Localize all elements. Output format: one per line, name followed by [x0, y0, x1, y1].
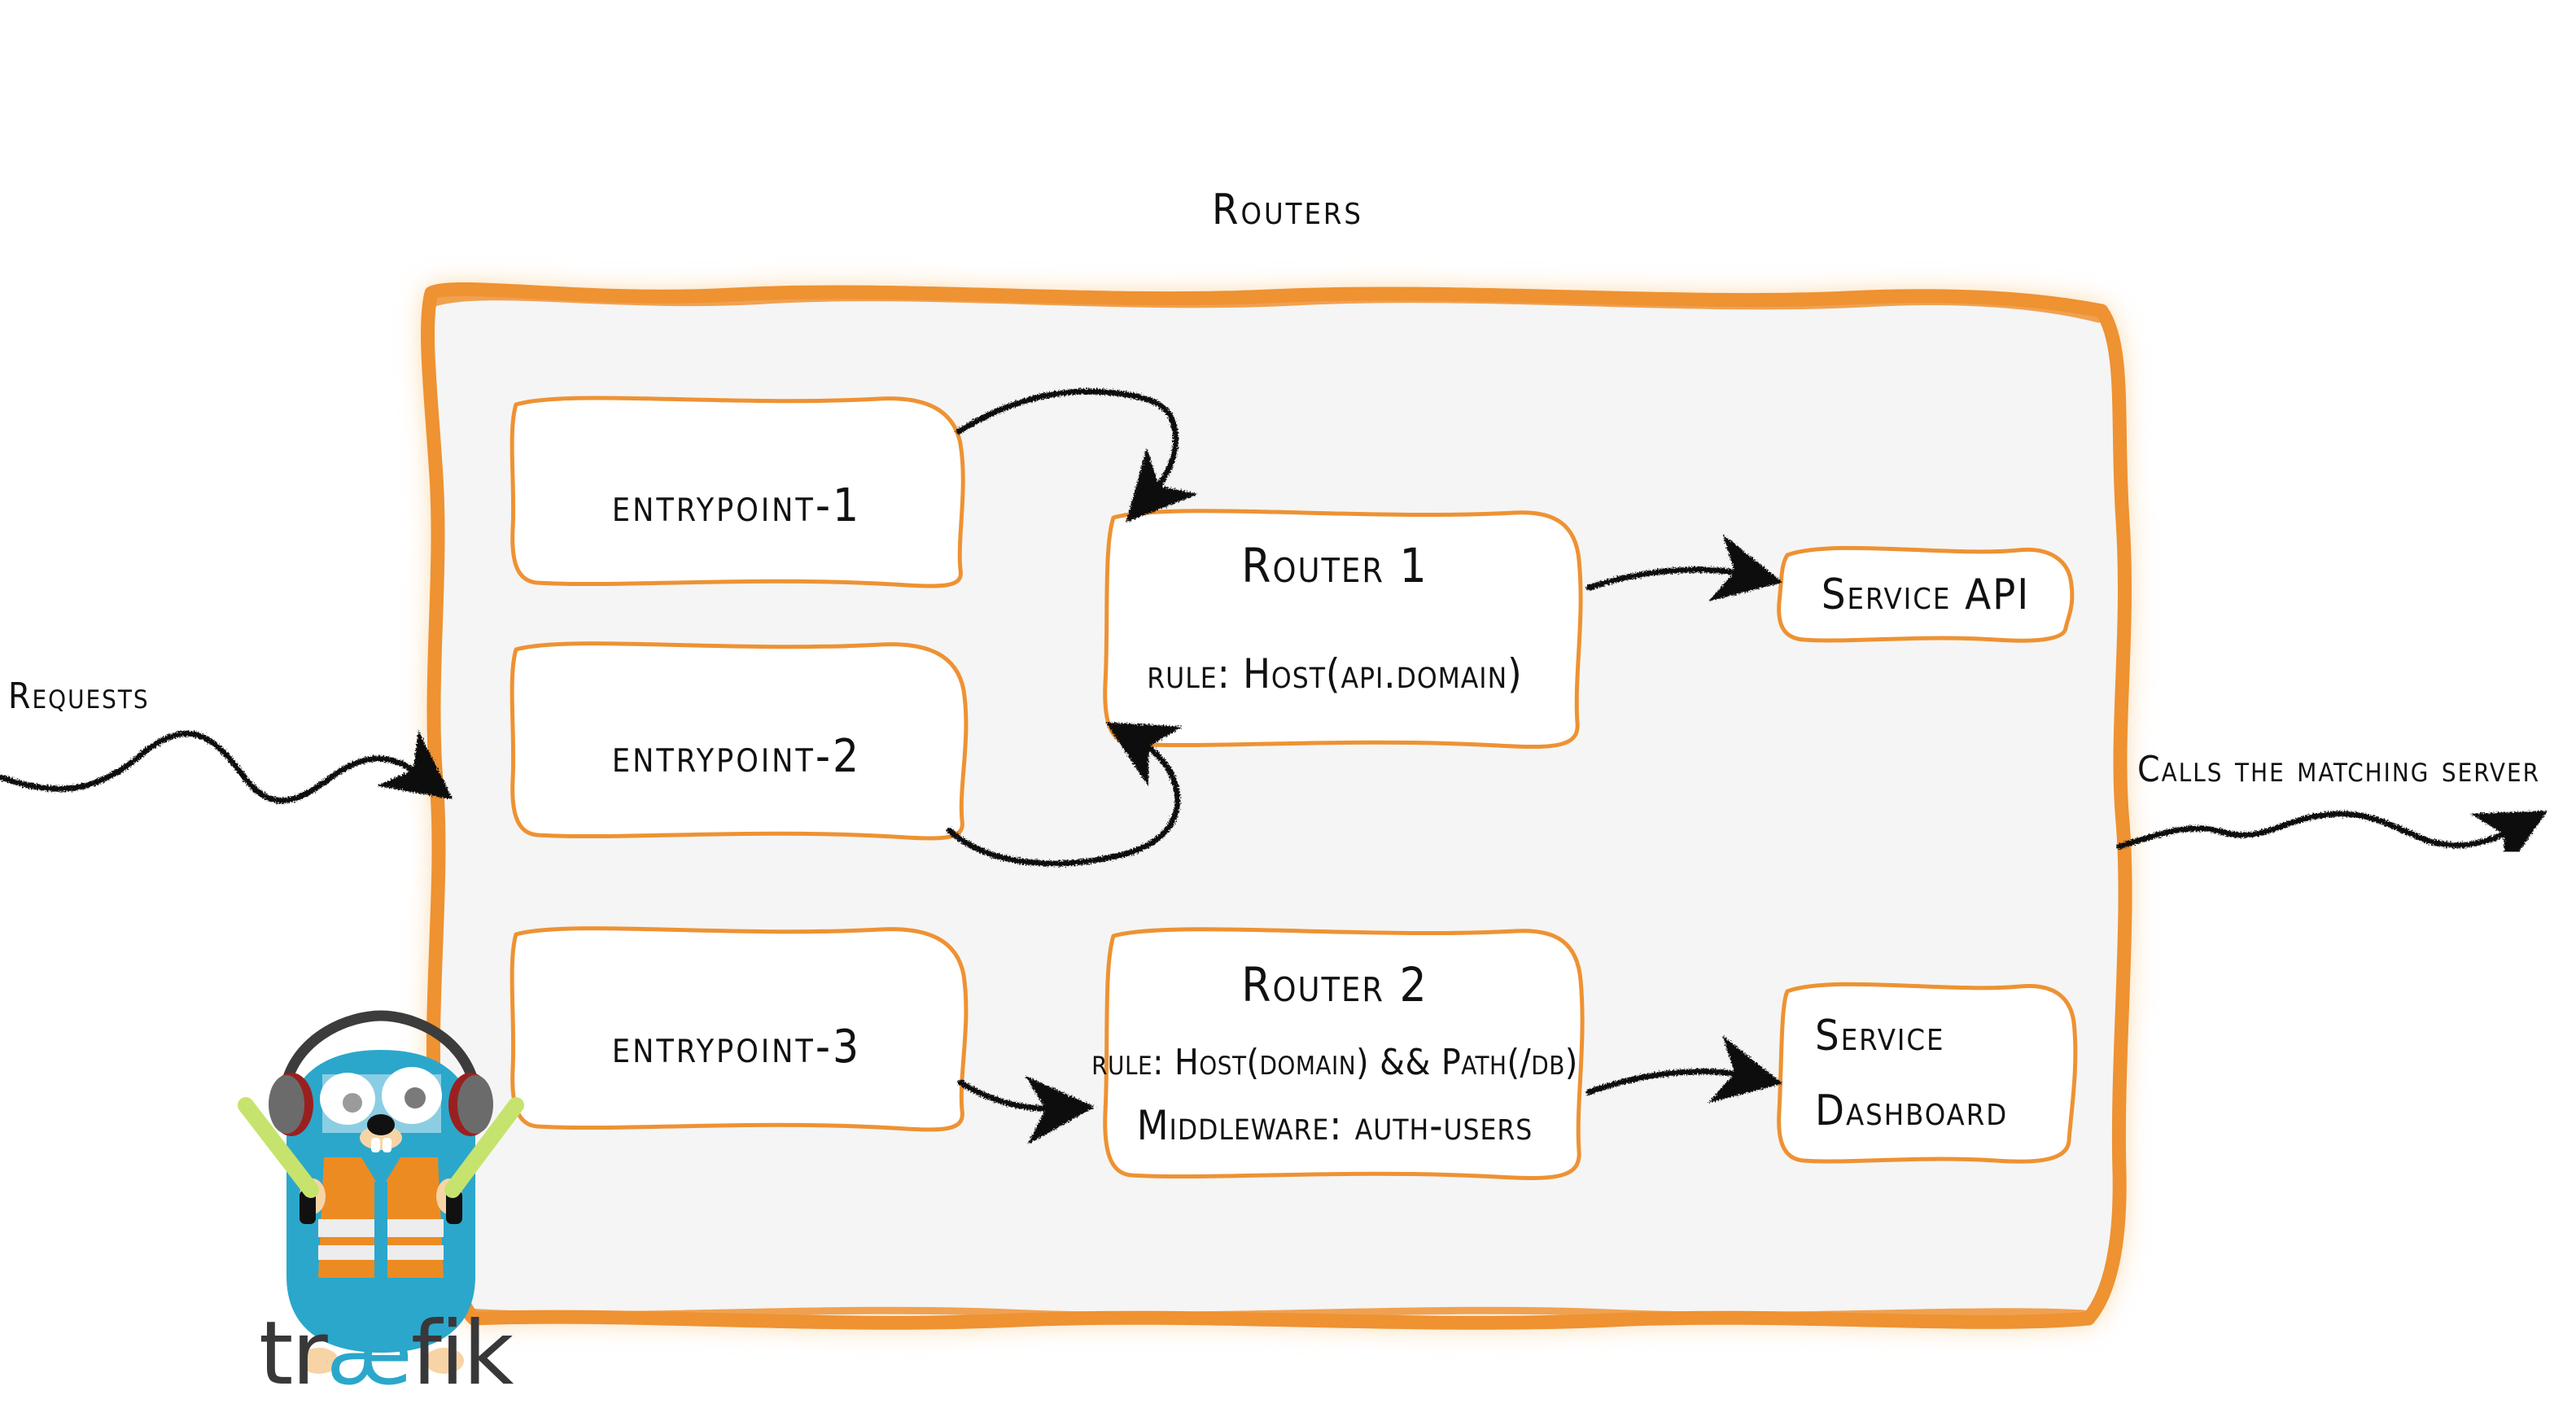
entrypoint-2-label: entrypoint-2 [612, 730, 861, 783]
diagram-title: Routers [1212, 186, 1363, 234]
entrypoint-1-box[interactable]: entrypoint-1 [510, 396, 965, 588]
router-2-middleware: Middleware: auth-users [1137, 1102, 1533, 1149]
outgoing-label: Calls the matching server [2137, 749, 2540, 790]
entrypoint-3-label: entrypoint-3 [612, 1021, 861, 1073]
flow-entrypoint3-router2 [957, 1075, 1096, 1145]
router-1-box[interactable]: Router 1 rule: Host(api.domain) [1103, 509, 1583, 750]
incoming-label: Requests [8, 676, 150, 717]
wordmark-prefix: tr [259, 1303, 328, 1405]
router-2-title: Router 2 [1241, 957, 1428, 1012]
entrypoint-2-box[interactable]: entrypoint-2 [510, 641, 969, 841]
router-2-box[interactable]: Router 2 rule: Host(domain) && Path(/db)… [1091, 927, 1585, 1180]
service-dashboard-line-1: Service [1815, 1012, 1944, 1060]
entrypoint-1-label: entrypoint-1 [612, 479, 861, 532]
wordmark-suffix: fik [410, 1303, 514, 1405]
router-1-rule: rule: Host(api.domain) [1147, 650, 1522, 697]
traefik-wordmark: træfik [259, 1310, 514, 1398]
router-2-rule: rule: Host(domain) && Path(/db) [1091, 1042, 1578, 1083]
entrypoint-3-box[interactable]: entrypoint-3 [510, 926, 969, 1132]
traefik-gopher-mascot [238, 1010, 524, 1374]
wordmark-ligature: æ [326, 1303, 413, 1405]
flow-arrows [946, 388, 1783, 1145]
router-1-title: Router 1 [1241, 538, 1428, 593]
flow-router1-serviceapi [1585, 534, 1783, 602]
service-dashboard-line-2: Dashboard [1815, 1087, 2008, 1135]
flow-entrypoint2-router1 [946, 722, 1183, 867]
flow-router2-servicedashboard [1585, 1035, 1783, 1104]
incoming-arrow [0, 730, 453, 804]
service-api-box[interactable]: Service API [1777, 545, 2075, 643]
service-api-label: Service API [1822, 571, 2030, 619]
service-dashboard-box[interactable]: Service Dashboard [1777, 982, 2078, 1164]
flow-entrypoint1-router1 [956, 388, 1198, 523]
outgoing-arrow [2116, 811, 2548, 875]
